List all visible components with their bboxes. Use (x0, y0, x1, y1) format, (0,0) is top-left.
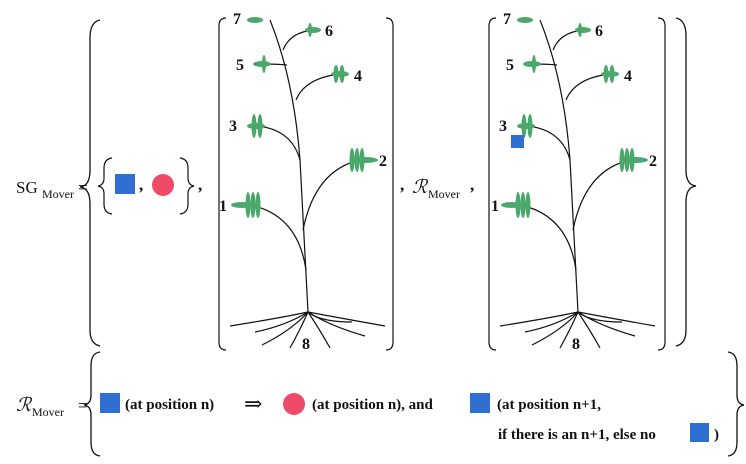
rule-red-circle (283, 393, 305, 415)
r-symbol: ℛ (412, 177, 429, 198)
plant2-blue-square (511, 135, 524, 148)
plant2-right-bracket (657, 17, 666, 351)
plant2-label-4: 4 (624, 68, 632, 85)
plant2-leaves (501, 17, 648, 218)
plant1-label-7: 7 (233, 11, 241, 28)
plant2-label-3: 3 (499, 118, 507, 135)
outer-left-brace (79, 19, 101, 347)
plant1-label-5: 5 (236, 57, 244, 74)
set-comma: , (139, 175, 143, 194)
lhs-label: SG Mover = (16, 178, 88, 201)
rule-r-symbol: ℛ (16, 395, 33, 416)
sg-text: SG (16, 178, 38, 197)
plant1-label-2: 2 (379, 153, 387, 170)
plant1-label-3: 3 (229, 118, 237, 135)
plant1-right-bracket (385, 17, 394, 351)
blue-square (115, 174, 135, 194)
rule-blue-square-2 (470, 393, 490, 413)
plant2-label-7: 7 (503, 11, 511, 28)
plant2-label-1: 1 (491, 198, 499, 215)
rule-blue-square-3 (690, 423, 709, 442)
rule-lhs: ℛ Mover = (16, 395, 88, 419)
plant2-label-8: 8 (572, 336, 580, 353)
rule-arrow: ⇒ (244, 391, 262, 416)
rule-r-subscript: Mover (32, 405, 64, 419)
comma-after-plant1: , (400, 175, 404, 194)
plant2-label-5: 5 (506, 57, 514, 74)
plant1-labels: 1 2 3 4 5 6 7 8 (219, 11, 387, 353)
comma-after-set: , (198, 175, 202, 194)
rule-text-2: (at position n), and (312, 397, 434, 413)
plant1-leaves (231, 17, 378, 218)
rule-right-brace (727, 351, 745, 457)
rule-blue-square-1 (100, 393, 120, 413)
plant2-label-2: 2 (649, 153, 657, 170)
plant1-label-1: 1 (219, 198, 227, 215)
rule-text-1: (at position n) (125, 397, 214, 413)
plant2-labels: 1 2 3 4 5 6 7 8 (491, 11, 657, 353)
r-subscript: Mover (428, 187, 460, 201)
red-circle (152, 174, 174, 196)
rule-left-brace (83, 351, 101, 457)
outer-right-brace (675, 17, 697, 347)
plant1-label-4: 4 (354, 68, 362, 85)
rule-close-paren: ) (714, 427, 719, 443)
rule-text-3: (at position n+1, (497, 397, 601, 413)
sg-subscript: Mover (42, 187, 74, 201)
plant2-label-6: 6 (595, 23, 603, 40)
comma-after-r: , (470, 175, 474, 194)
rule-text-4: if there is an n+1, else no (498, 427, 656, 443)
rule-equals: = (78, 396, 88, 415)
set-left-brace (97, 157, 113, 215)
plant1-label-8: 8 (302, 336, 310, 353)
plant1-label-6: 6 (325, 23, 333, 40)
plant1-left-bracket (218, 17, 227, 351)
plant2-left-bracket (488, 17, 497, 351)
set-right-brace (179, 157, 195, 215)
